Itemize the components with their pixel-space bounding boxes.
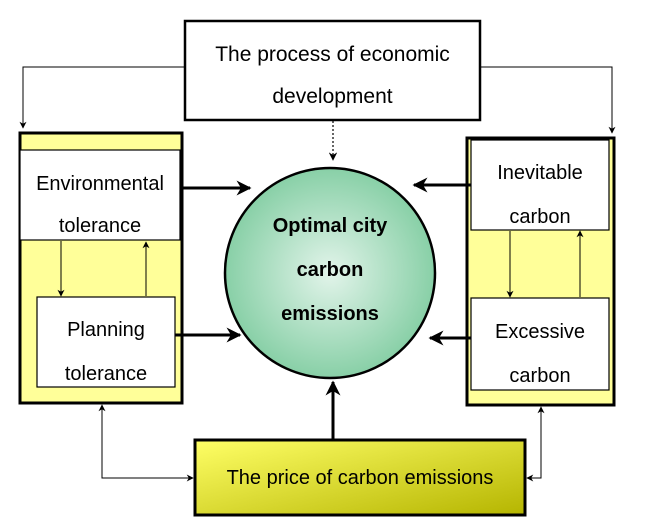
environmental-tolerance-box — [19, 149, 181, 241]
optimal-emissions-circle — [223, 166, 437, 380]
excessive-carbon-line1: Excessive — [494, 321, 586, 343]
optimal-emissions-line3: emissions — [281, 303, 379, 325]
planning-tolerance-line2: tolerance — [64, 363, 148, 385]
carbon-price-box — [193, 438, 527, 517]
inevitable-carbon-box — [470, 139, 610, 231]
economic-development-line1: The process of economic — [215, 43, 450, 66]
carbon-price-label: The price of carbon emissions — [226, 467, 494, 489]
excessive-carbon-label: Excessive carbon — [471, 310, 609, 398]
planning-tolerance-line1: Planning — [67, 319, 145, 341]
planning-tolerance-label: Planning tolerance — [37, 308, 175, 396]
top-to-left-arrow — [19, 66, 185, 129]
economic-development-box — [183, 19, 482, 122]
right-panel-price-link — [526, 406, 545, 482]
excessive-carbon-box — [470, 297, 610, 391]
top-to-right-arrow — [480, 66, 616, 134]
inevitable-carbon-label: Inevitable carbon — [471, 151, 609, 239]
left-panel-price-link — [98, 404, 194, 482]
optimal-emissions-line1: Optimal city — [272, 215, 388, 237]
excessive-carbon-line2: carbon — [509, 365, 571, 387]
optimal-emissions-line2: carbon — [296, 259, 364, 281]
planning-tolerance-box — [36, 296, 176, 388]
environmental-tolerance-line1: Environmental — [36, 173, 164, 195]
economic-development-line2: development — [272, 85, 393, 108]
inevitable-carbon-line2: carbon — [509, 206, 571, 228]
inevitable-carbon-line1: Inevitable — [497, 162, 583, 184]
environmental-tolerance-label: Environmental tolerance — [20, 163, 180, 247]
optimal-emissions-label: Optimal city carbon emissions — [225, 204, 435, 336]
environmental-tolerance-line2: tolerance — [58, 215, 142, 237]
economic-development-label: The process of economic development — [185, 34, 480, 118]
